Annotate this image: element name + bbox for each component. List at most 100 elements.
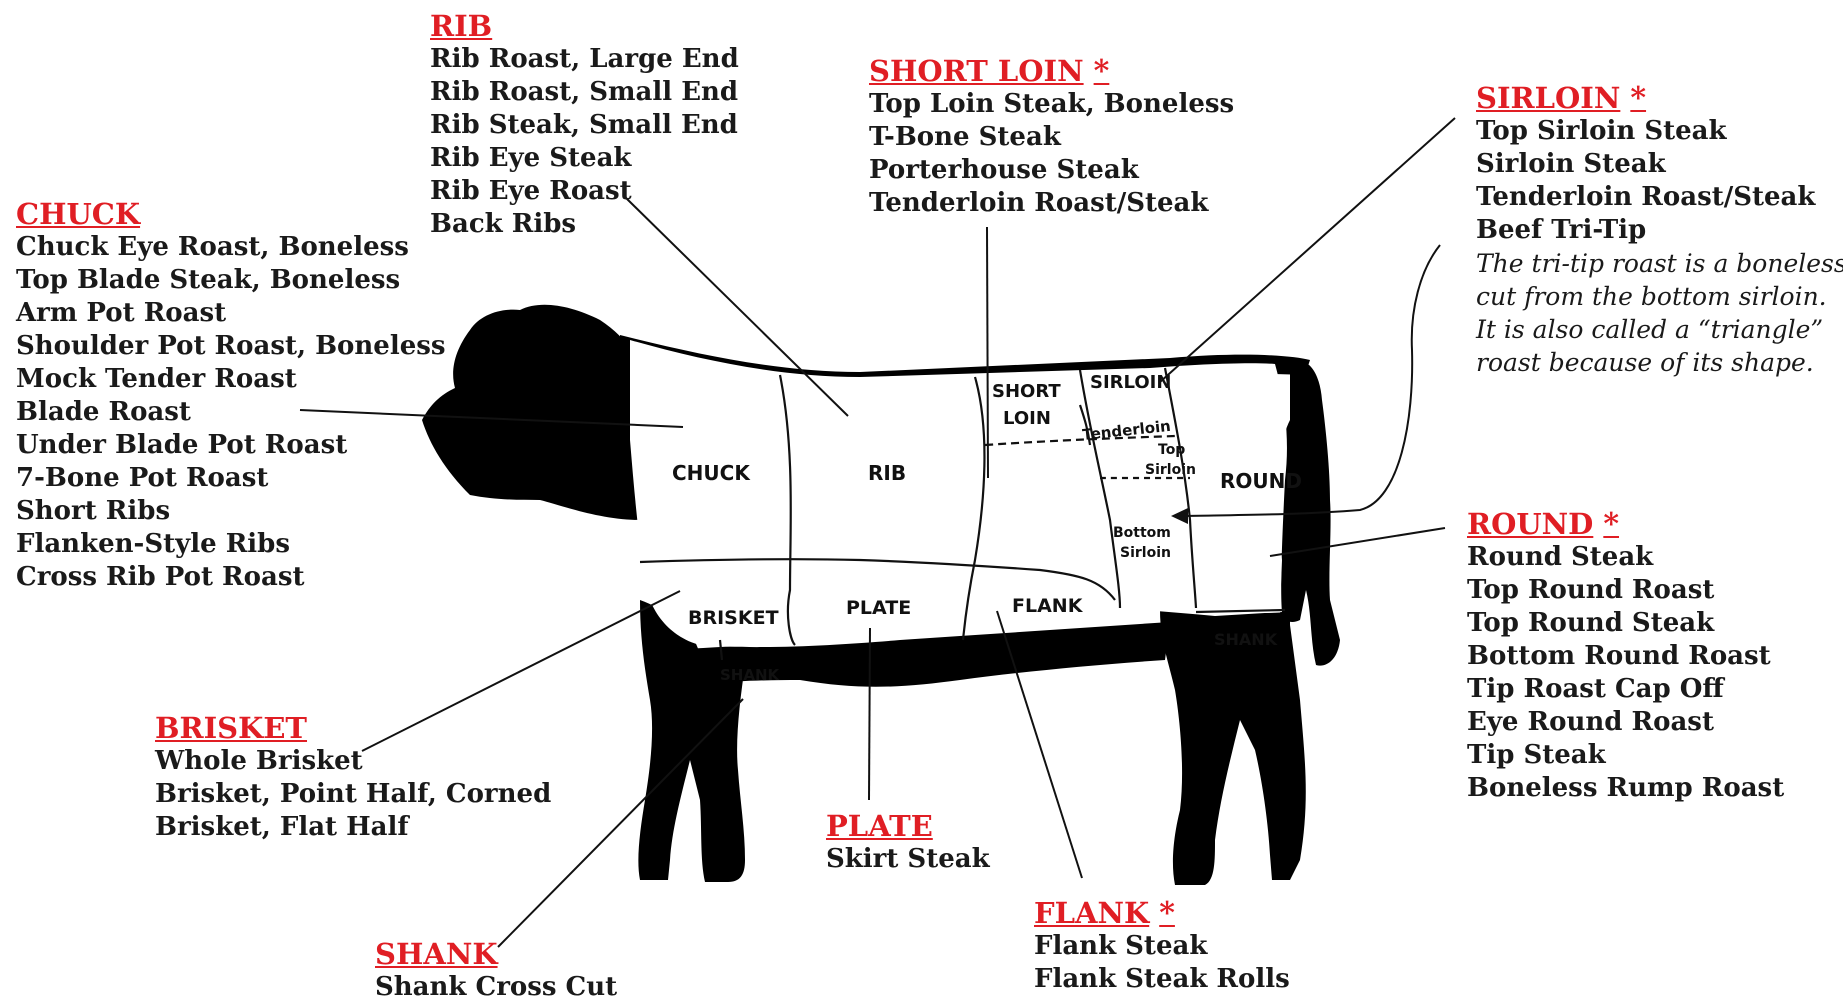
cut-item: Bottom Round Roast: [1467, 640, 1784, 673]
cut-item: Flank Steak: [1034, 930, 1290, 963]
group-title-short-loin: SHORT LOIN *: [869, 55, 1234, 88]
cut-item: Tenderloin Roast/Steak: [869, 187, 1234, 220]
cow-label-brisket: BRISKET: [688, 607, 779, 629]
group-plate: PLATE Skirt Steak: [826, 810, 990, 876]
cow-label-chuck: CHUCK: [672, 461, 751, 485]
cow-label-rib: RIB: [868, 461, 906, 485]
group-list-flank: Flank SteakFlank Steak Rolls: [1034, 930, 1290, 996]
star-flank: *: [1159, 896, 1175, 931]
cut-item: Chuck Eye Roast, Boneless: [16, 231, 446, 264]
cow-label-loin: LOIN: [1003, 408, 1051, 429]
cut-item: Blade Roast: [16, 396, 446, 429]
cut-item: Under Blade Pot Roast: [16, 429, 446, 462]
cut-item: 7-Bone Pot Roast: [16, 462, 446, 495]
cut-item: Beef Tri-Tip: [1476, 214, 1843, 247]
cow-label-flank: FLANK: [1012, 595, 1084, 617]
cut-item: Rib Roast, Small End: [430, 76, 739, 109]
cut-item: Boneless Rump Roast: [1467, 772, 1784, 805]
group-title-chuck: CHUCK: [16, 198, 446, 231]
cut-item: Tenderloin Roast/Steak: [1476, 181, 1843, 214]
cut-item: Rib Steak, Small End: [430, 109, 739, 142]
group-title-brisket: BRISKET: [155, 712, 551, 745]
cow-label-top-sirloin: Sirloin: [1145, 462, 1196, 478]
group-title-brisket-text: BRISKET: [155, 711, 307, 745]
cut-item: Mock Tender Roast: [16, 363, 446, 396]
group-title-chuck-text: CHUCK: [16, 197, 140, 231]
group-title-shank: SHANK: [375, 938, 617, 971]
cut-item: Top Blade Steak, Boneless: [16, 264, 446, 297]
cow-label-bottom: Bottom: [1113, 525, 1171, 541]
group-title-rib-text: RIB: [430, 9, 492, 43]
cut-item: Flanken-Style Ribs: [16, 528, 446, 561]
group-title-sirloin-text: SIRLOIN: [1476, 81, 1620, 115]
note-line: The tri-tip roast is a boneless: [1476, 247, 1843, 280]
group-shank: SHANK Shank Cross Cut: [375, 938, 617, 1004]
star-round: *: [1603, 507, 1619, 542]
group-title-rib: RIB: [430, 10, 739, 43]
group-title-round: ROUND *: [1467, 508, 1784, 541]
note-line: roast because of its shape.: [1476, 346, 1843, 379]
cut-item: Round Steak: [1467, 541, 1784, 574]
note-line: cut from the bottom sirloin.: [1476, 280, 1843, 313]
cut-item: Whole Brisket: [155, 745, 551, 778]
cut-item: Shoulder Pot Roast, Boneless: [16, 330, 446, 363]
group-list-round: Round SteakTop Round RoastTop Round Stea…: [1467, 541, 1784, 805]
cut-item: Short Ribs: [16, 495, 446, 528]
group-title-plate: PLATE: [826, 810, 990, 843]
cow-label-top: Top: [1158, 442, 1185, 458]
cut-item: Back Ribs: [430, 208, 739, 241]
group-title-sirloin: SIRLOIN *: [1476, 82, 1843, 115]
cut-item: Rib Roast, Large End: [430, 43, 739, 76]
cut-item: Brisket, Flat Half: [155, 811, 551, 844]
cut-item: Top Round Roast: [1467, 574, 1784, 607]
group-title-round-text: ROUND: [1467, 507, 1593, 541]
cow-label-short: SHORT: [992, 381, 1061, 402]
group-list-shank: Shank Cross Cut: [375, 971, 617, 1004]
cow-label-round: ROUND: [1220, 469, 1302, 493]
cut-item: Porterhouse Steak: [869, 154, 1234, 187]
cut-item: Tip Steak: [1467, 739, 1784, 772]
group-title-short-loin-text: SHORT LOIN: [869, 54, 1084, 88]
cow-body-white: [630, 340, 1287, 647]
note-line: It is also called a “triangle”: [1476, 313, 1843, 346]
cut-item: Rib Eye Steak: [430, 142, 739, 175]
cow-label-shank-front: SHANK: [720, 666, 781, 684]
cut-item: T-Bone Steak: [869, 121, 1234, 154]
cut-item: Top Loin Steak, Boneless: [869, 88, 1234, 121]
cut-item: Eye Round Roast: [1467, 706, 1784, 739]
cow-label-plate: PLATE: [846, 597, 911, 619]
cut-item: Sirloin Steak: [1476, 148, 1843, 181]
cow-label-shank-rear: SHANK: [1214, 630, 1278, 649]
cut-item: Top Round Steak: [1467, 607, 1784, 640]
cow-label-bottom-sirloin: Sirloin: [1120, 545, 1171, 561]
group-sirloin: SIRLOIN * Top Sirloin SteakSirloin SteakT…: [1476, 82, 1843, 379]
cut-item: Shank Cross Cut: [375, 971, 617, 1004]
cut-item: Tip Roast Cap Off: [1467, 673, 1784, 706]
cut-item: Flank Steak Rolls: [1034, 963, 1290, 996]
cut-item: Rib Eye Roast: [430, 175, 739, 208]
cut-item: Skirt Steak: [826, 843, 990, 876]
cut-item: Arm Pot Roast: [16, 297, 446, 330]
star-sirloin: *: [1630, 81, 1646, 116]
star-short-loin: *: [1094, 54, 1110, 89]
group-title-plate-text: PLATE: [826, 809, 933, 843]
group-title-flank: FLANK *: [1034, 897, 1290, 930]
group-list-plate: Skirt Steak: [826, 843, 990, 876]
cow-label-sirloin: SIRLOIN: [1090, 372, 1171, 393]
cut-item: Cross Rib Pot Roast: [16, 561, 446, 594]
cut-item: Brisket, Point Half, Corned: [155, 778, 551, 811]
group-title-flank-text: FLANK: [1034, 896, 1149, 930]
